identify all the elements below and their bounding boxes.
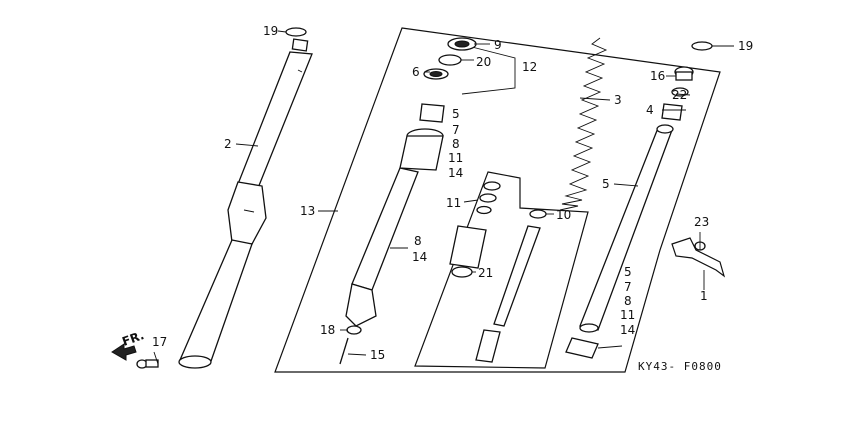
callout-22: 22 bbox=[672, 88, 687, 102]
callout-5-right: 5 bbox=[602, 177, 610, 191]
washer-10 bbox=[529, 209, 547, 219]
assembly-outline bbox=[274, 27, 721, 373]
right-fork-tube bbox=[579, 124, 674, 333]
callout-6: 6 bbox=[412, 65, 420, 79]
bolt-17 bbox=[136, 359, 159, 369]
group-bracket-12 bbox=[461, 45, 516, 95]
callout-8-slider: 8 bbox=[414, 234, 422, 248]
spacer-4 bbox=[661, 103, 683, 121]
callout-16: 16 bbox=[650, 69, 665, 83]
callout-7-lower: 7 bbox=[624, 280, 632, 294]
front-arrow-icon bbox=[111, 343, 137, 361]
oil-seal-6 bbox=[423, 68, 449, 80]
ring-19-right bbox=[691, 41, 713, 51]
callout-17: 17 bbox=[152, 335, 167, 349]
callout-14-center: 14 bbox=[448, 166, 463, 180]
damper-sleeve bbox=[449, 225, 487, 269]
fork-spring bbox=[559, 37, 608, 211]
callout-9: 9 bbox=[494, 38, 502, 52]
leader-lines bbox=[153, 30, 734, 365]
callout-12: 12 bbox=[522, 60, 537, 74]
callout-14-slider: 14 bbox=[412, 250, 427, 264]
callout-10: 10 bbox=[556, 208, 571, 222]
callout-15: 15 bbox=[370, 348, 385, 362]
piston-rings-11 bbox=[476, 181, 501, 215]
callout-21: 21 bbox=[478, 266, 493, 280]
rebound-sleeve bbox=[475, 329, 501, 363]
callout-3: 3 bbox=[614, 93, 622, 107]
callout-19-left: 19 bbox=[263, 24, 278, 38]
damper-rod bbox=[493, 225, 541, 327]
callout-11-left: 11 bbox=[446, 196, 461, 210]
fork-bolt-16 bbox=[674, 66, 694, 81]
brake-hose-bracket-1 bbox=[671, 237, 726, 278]
callout-1: 1 bbox=[700, 289, 708, 303]
callout-11-center: 11 bbox=[448, 151, 463, 165]
bushing-top bbox=[419, 103, 445, 123]
diagram-code: KY43- F0800 bbox=[638, 360, 722, 373]
bottom-bush bbox=[565, 337, 599, 359]
callout-2: 2 bbox=[224, 137, 232, 151]
front-marker-label: FR. bbox=[120, 328, 146, 349]
callout-13: 13 bbox=[300, 204, 315, 218]
washer-18 bbox=[346, 325, 362, 335]
callout-7-center: 7 bbox=[452, 123, 460, 137]
callout-19-right: 19 bbox=[738, 39, 753, 53]
callout-5-lower: 5 bbox=[624, 265, 632, 279]
damper-subassembly-outline bbox=[414, 171, 589, 369]
callout-23: 23 bbox=[694, 215, 709, 229]
callout-4: 4 bbox=[646, 103, 654, 117]
callout-5-center: 5 bbox=[452, 107, 460, 121]
ring-19-left bbox=[285, 27, 307, 37]
callout-11-lower: 11 bbox=[620, 308, 635, 322]
callout-8-center: 8 bbox=[452, 137, 460, 151]
callout-20: 20 bbox=[476, 55, 491, 69]
callout-18: 18 bbox=[320, 323, 335, 337]
top-cap-seal-9 bbox=[447, 37, 477, 51]
washer-20 bbox=[438, 54, 462, 66]
fork-slider bbox=[345, 128, 444, 327]
callout-14-lower: 14 bbox=[620, 323, 635, 337]
left-fork-leg bbox=[178, 38, 313, 369]
socket-bolt-15 bbox=[339, 337, 349, 365]
seal-21 bbox=[451, 266, 473, 278]
callout-8-lower: 8 bbox=[624, 294, 632, 308]
